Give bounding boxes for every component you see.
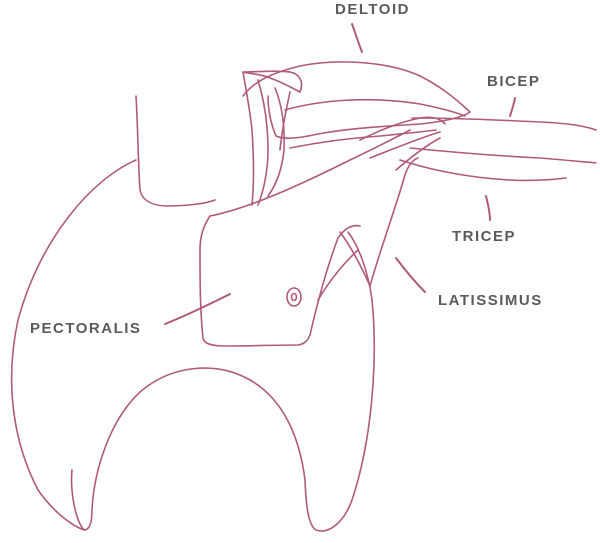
latissimus-leader bbox=[395, 257, 426, 293]
pectoralis-outline bbox=[199, 215, 361, 347]
torso-outline bbox=[10, 95, 376, 532]
label-pectoralis: PECTORALIS bbox=[30, 320, 141, 337]
label-bicep: BICEP bbox=[487, 73, 540, 90]
arm-strand-1 bbox=[359, 116, 446, 141]
label-tricep: TRICEP bbox=[452, 228, 516, 245]
bicep-leader bbox=[509, 97, 516, 117]
neck-line bbox=[135, 95, 216, 207]
tricep-leader bbox=[485, 195, 491, 221]
latissimus-outline bbox=[339, 157, 419, 287]
bicep-outline bbox=[411, 117, 597, 131]
deltoid-leader bbox=[351, 23, 363, 53]
pectoralis-leader bbox=[164, 293, 231, 325]
shoulder-strand-2 bbox=[257, 79, 269, 206]
arm-strand-2 bbox=[369, 131, 441, 159]
arm-strand-3 bbox=[395, 137, 441, 171]
bicep-lower-edge bbox=[409, 147, 597, 164]
shoulder-strand-1 bbox=[242, 71, 255, 206]
deltoid-inner-line bbox=[284, 98, 466, 117]
pectoralis-upper-edge bbox=[209, 129, 411, 217]
shoulder-strand-4 bbox=[279, 91, 291, 151]
leader-lines bbox=[164, 23, 516, 325]
nipple-inner-icon bbox=[290, 292, 298, 302]
arm-strand-4 bbox=[289, 129, 437, 149]
latissimus-inner-line bbox=[317, 249, 359, 301]
label-latissimus: LATISSIMUS bbox=[438, 292, 543, 309]
tricep-outline bbox=[399, 159, 567, 182]
shoulder-knot bbox=[242, 70, 303, 93]
pectoralis-muscle bbox=[199, 129, 411, 347]
lower-body-curve bbox=[70, 469, 85, 531]
latissimus-muscle bbox=[317, 157, 419, 301]
shoulder-strand-3 bbox=[267, 87, 285, 197]
nipple-icon bbox=[286, 287, 302, 307]
body-outline bbox=[10, 159, 376, 532]
label-deltoid: DELTOID bbox=[335, 1, 410, 18]
arm-muscles bbox=[289, 116, 597, 182]
